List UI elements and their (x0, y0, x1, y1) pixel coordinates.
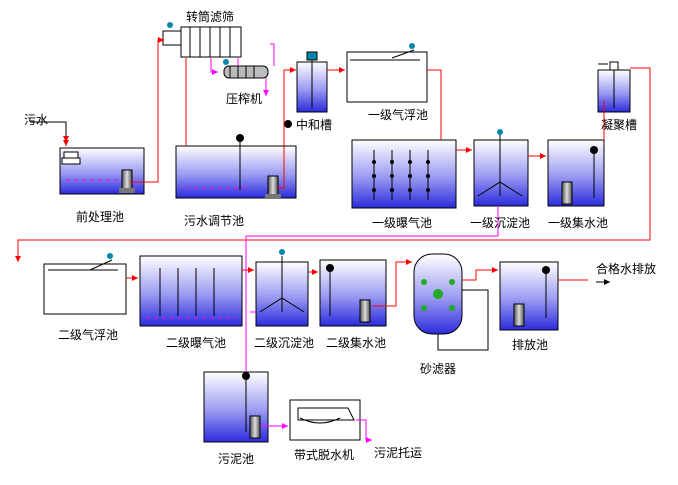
label-secondary-aeration: 二级曝气池 (166, 336, 227, 350)
label-secondary-collection: 二级集水池 (326, 336, 387, 350)
label-secondary-flotation: 二级气浮池 (58, 328, 119, 342)
pump-icon (513, 303, 525, 327)
label-sand-filter: 砂滤器 (420, 362, 457, 376)
primary-flotation-tank (346, 43, 428, 103)
screw-press (223, 59, 269, 79)
main-flow-lines (15, 37, 651, 307)
label-primary-collection: 一级集水池 (548, 216, 609, 230)
primary-sedimentation-tank (473, 129, 529, 207)
secondary-aeration-tank (139, 255, 243, 327)
sludge-lines (210, 43, 499, 443)
sludge-tank (203, 371, 269, 443)
label-wastewater: 污水 (24, 113, 49, 127)
pump-icon (265, 175, 281, 199)
pump-icon (359, 299, 371, 323)
pretreatment-tank (59, 147, 145, 195)
pump-icon (561, 181, 573, 205)
label-regulating: 污水调节池 (184, 214, 245, 228)
rotary-drum-screen (162, 22, 242, 58)
pump-icon (249, 415, 261, 439)
label-sludge-transport: 污泥托运 (374, 446, 423, 460)
coagulation-tank (597, 61, 631, 113)
return-lines (30, 121, 610, 351)
label-discharge: 排放池 (512, 338, 549, 352)
label-belt-press: 带式脱水机 (294, 448, 355, 462)
discharge-tank (499, 261, 559, 331)
label-screw-press: 压榨机 (226, 92, 263, 106)
label-qualified-discharge: 合格水排放 (596, 262, 657, 276)
belt-filter-press (289, 399, 361, 441)
label-neutralization: 中和槽 (296, 118, 333, 132)
label-drum-screen: 转筒滤筛 (186, 10, 235, 24)
secondary-flotation-tank (43, 253, 127, 315)
pump-icon (119, 169, 135, 193)
regulating-tank (175, 134, 297, 199)
primary-collection-tank (547, 139, 605, 207)
label-primary-aeration: 一级曝气池 (372, 216, 433, 230)
label-coagulation: 凝聚槽 (601, 118, 638, 132)
secondary-sedimentation-tank (255, 249, 309, 327)
label-sludge-tank: 污泥池 (218, 452, 255, 466)
label-primary-flotation: 一级气浮池 (368, 108, 429, 122)
secondary-collection-tank (319, 259, 387, 327)
label-pretreatment: 前处理池 (76, 210, 125, 224)
label-primary-sedimentation: 一级沉淀池 (470, 216, 531, 230)
sand-filter (413, 253, 463, 335)
primary-aeration-tank (351, 139, 457, 209)
neutralization-tank (284, 51, 328, 128)
label-secondary-sedimentation: 二级沉淀池 (254, 336, 315, 350)
